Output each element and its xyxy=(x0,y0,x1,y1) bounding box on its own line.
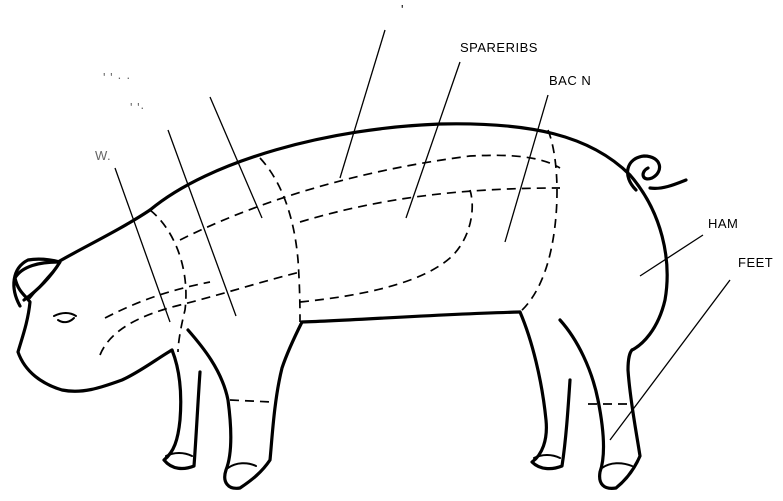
label-faint-left: W. xyxy=(95,148,111,163)
leader-ham xyxy=(640,235,703,276)
label-ham: HAM xyxy=(708,216,738,231)
leader-top xyxy=(340,30,385,178)
label-faint-upper: ' ' · · xyxy=(103,70,131,85)
label-top: ' xyxy=(401,2,404,17)
label-feet: FEET xyxy=(738,255,773,270)
pig-legs xyxy=(164,312,640,488)
leader-jowl xyxy=(115,168,170,322)
label-faint-mid: ' '· xyxy=(130,100,145,115)
leader-shoulder xyxy=(168,130,236,316)
label-bacon: BAC N xyxy=(549,73,591,88)
label-spareribs: SPARERIBS xyxy=(460,40,538,55)
leader-lines xyxy=(115,30,730,440)
leader-bacon xyxy=(505,95,548,242)
pig-body-outline xyxy=(14,124,686,391)
